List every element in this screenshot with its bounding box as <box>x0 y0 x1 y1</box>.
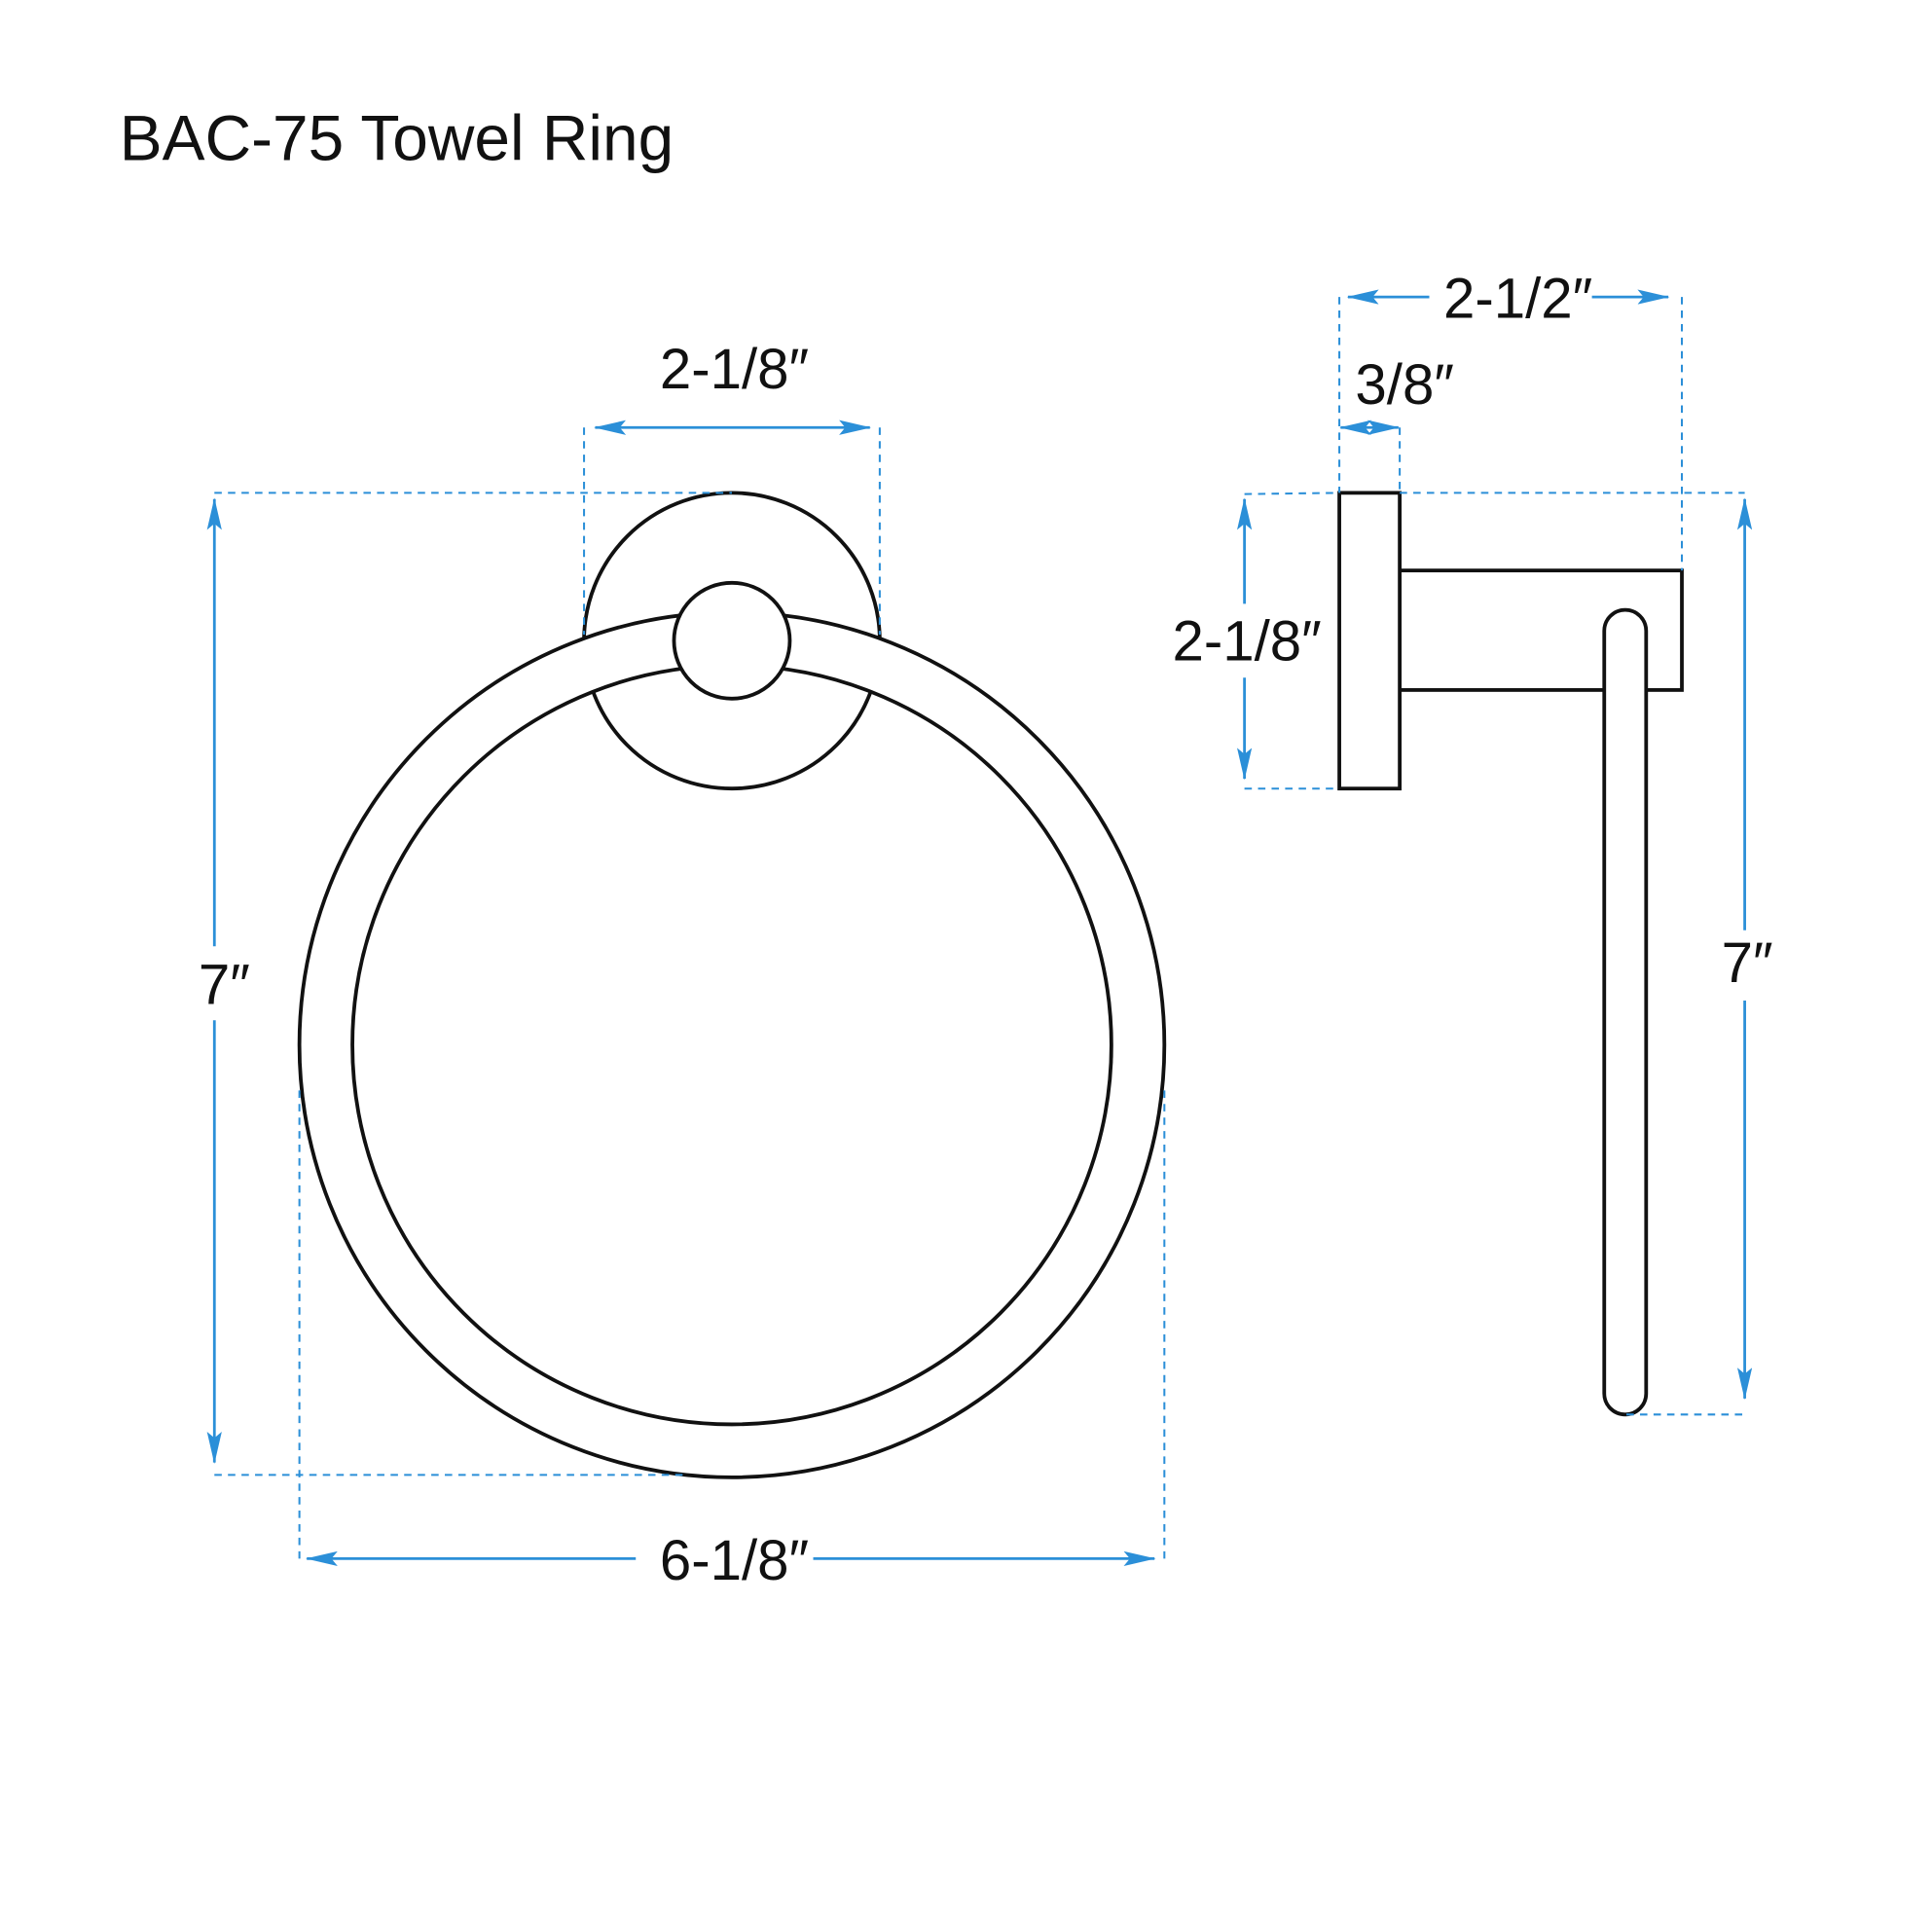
front-view: 2-1/8″ 7″ 6-1/8″ <box>199 338 1167 1592</box>
ring-side <box>1602 607 1649 1417</box>
drawing-title: BAC-75 Towel Ring <box>120 102 674 174</box>
plate-height-label: 2-1/8″ <box>1172 610 1321 674</box>
ring-knob <box>672 580 792 701</box>
base-width-label: 2-1/8″ <box>660 338 809 401</box>
plate-thickness-label: 3/8″ <box>1355 353 1454 417</box>
height-label: 7″ <box>199 954 250 1017</box>
width-label: 6-1/8″ <box>660 1529 809 1592</box>
side-view: 2-1/2″ 3/8″ 2-1/8″ 7″ <box>1172 268 1773 1417</box>
side-wall-plate <box>1337 491 1403 791</box>
depth-label: 2-1/2″ <box>1443 268 1592 331</box>
ring <box>297 610 1167 1479</box>
side-height-label: 7″ <box>1722 931 1773 995</box>
